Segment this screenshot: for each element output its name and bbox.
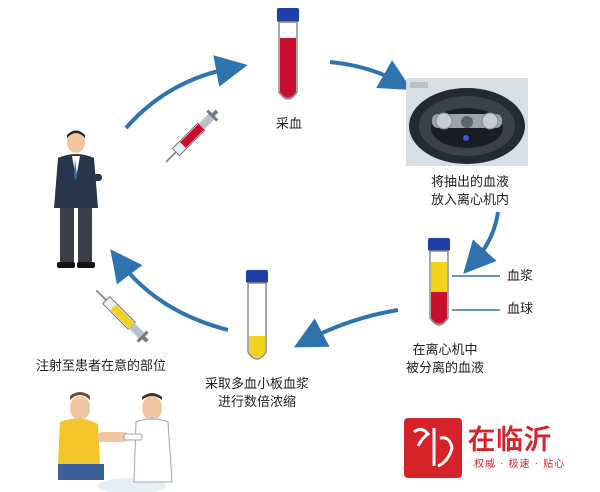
injection-scene (58, 392, 173, 492)
step-prp-line1: 采取多血小板血浆 (204, 377, 309, 392)
arrow-centrifuge-to-separated (463, 211, 500, 274)
prp-syringe (95, 289, 149, 343)
brand-slogan: 权威 · 极速 · 贴心 (474, 459, 566, 470)
step-separated-line1: 在离心机中 (412, 343, 478, 358)
arrow-tube-to-centrifuge (329, 60, 412, 90)
step-prp-line2: 进行数倍浓缩 (217, 395, 296, 410)
arrow-separated-to-prp (293, 308, 399, 348)
arrow-person-to-tube (124, 55, 248, 130)
tube-prp-fill (249, 336, 265, 358)
tube-cap (277, 8, 299, 22)
tube-pointer-lines (452, 275, 500, 311)
step-centrifuge-line1: 将抽出的血液 (430, 175, 509, 190)
brand-logo-icon (404, 418, 462, 478)
step-separated-line2: 被分离的血液 (405, 361, 484, 376)
prp-tube (246, 270, 268, 360)
arrow-prp-to-person (110, 249, 229, 332)
blood-syringe (165, 109, 219, 163)
tube-plasma-layer (431, 262, 447, 292)
step-inject-label: 注射至患者在意的部位 (36, 359, 167, 374)
patient-figure (54, 130, 102, 268)
tube-cap (428, 238, 450, 251)
plasma-label: 血浆 (507, 269, 534, 284)
tube-blood-fill (280, 38, 296, 98)
blood-cells-label: 血球 (507, 302, 534, 317)
separated-tube (428, 238, 450, 326)
centrifuge-photo (406, 78, 528, 166)
brand-name: 在临沂 (468, 425, 552, 456)
step-collect-label: 采血 (276, 117, 303, 132)
blood-tube (277, 8, 299, 100)
tube-cells-layer (431, 292, 447, 324)
tube-cap (246, 270, 268, 283)
step-centrifuge-line2: 放入离心机内 (430, 193, 509, 208)
